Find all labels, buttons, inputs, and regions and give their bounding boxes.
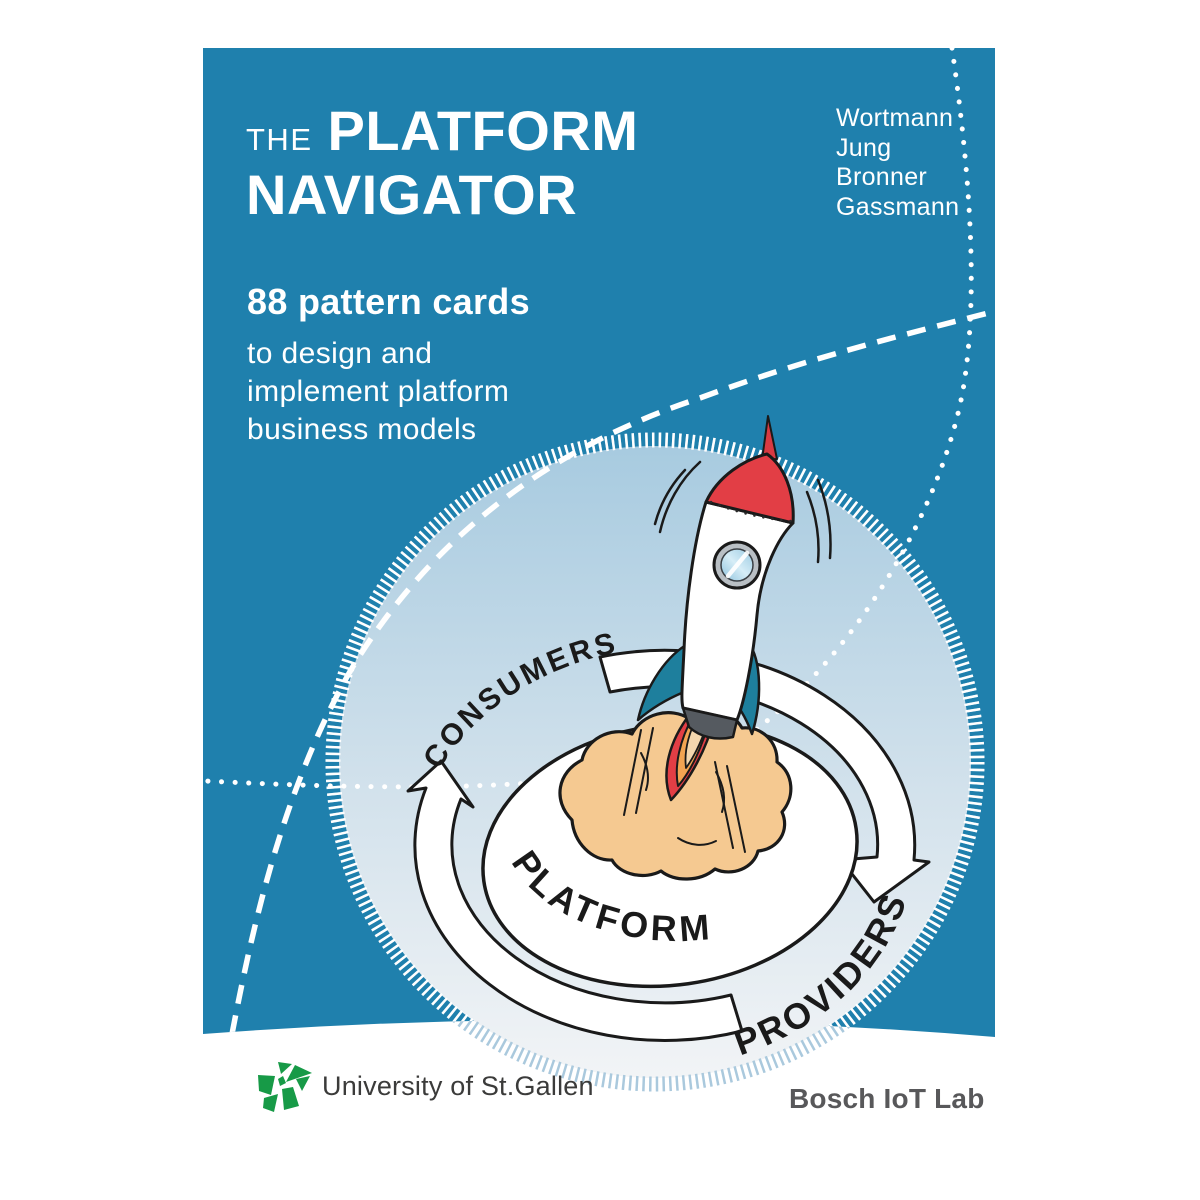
rocket-nozzle (681, 706, 739, 740)
tagline-line: to design and (247, 337, 433, 370)
title-line1: PLATFORM (327, 99, 639, 162)
author-name: Jung (836, 133, 892, 162)
tagline-line: business models (247, 413, 477, 446)
tagline-block: 88 pattern cards to design and implement… (247, 281, 530, 449)
tagline-line: implement platform (247, 375, 510, 408)
nose-cone (704, 452, 795, 525)
tagline-body: to design and implement platform busines… (247, 335, 530, 449)
decorative-curves (203, 48, 995, 1035)
motion-lines (623, 727, 746, 853)
rivet-line (709, 500, 793, 523)
speed-arcs (653, 460, 832, 564)
university-name: University of St.Gallen (322, 1071, 594, 1101)
author-name: Gassmann (836, 192, 960, 221)
dashed-arc (229, 308, 995, 1035)
tagline-headline: 88 pattern cards (247, 281, 530, 322)
author-list: Wortmann Jung Bronner Gassmann (836, 104, 959, 222)
university-logo-icon (258, 1062, 312, 1112)
left-fin (636, 643, 688, 722)
consumers-arrow (406, 759, 744, 1043)
rocket-icon (636, 415, 832, 802)
university-brand: University of St.Gallen (258, 1061, 594, 1112)
author-name: Bronner (836, 163, 928, 191)
title-block: THE PLATFORM NAVIGATOR (246, 103, 638, 223)
lab-name: Bosch IoT Lab (789, 1083, 985, 1114)
title-prefix: THE (246, 122, 313, 157)
title-line2: NAVIGATOR (246, 163, 578, 226)
author-name: Wortmann (836, 104, 954, 132)
